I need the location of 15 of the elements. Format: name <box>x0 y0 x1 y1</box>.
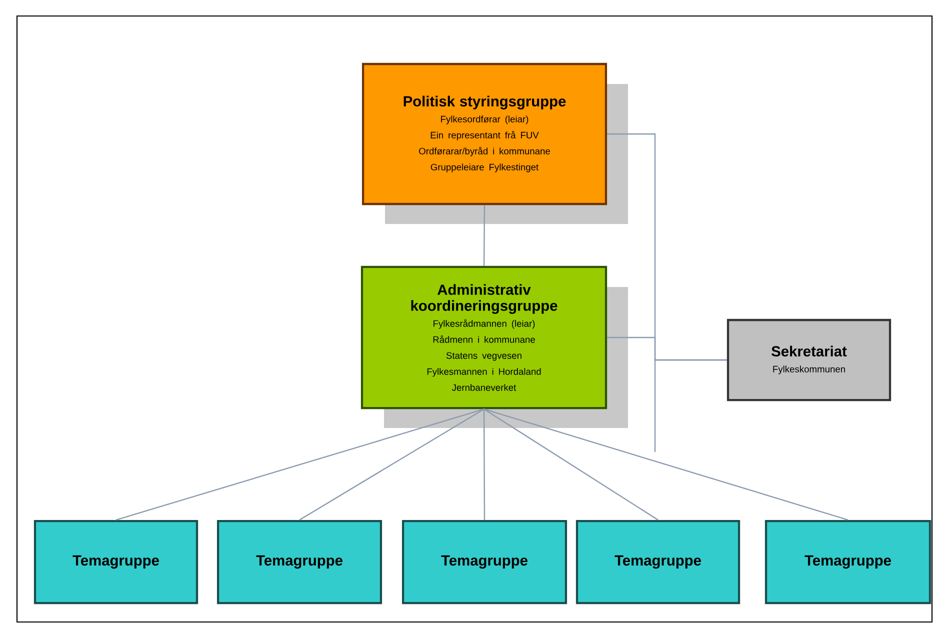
group-box: Politisk styringsgruppe Fylkesordførar (leiar) Ein representant frå FUV Ordførarar/byråd i kommunane Gruppeleiare Fylkestinget <box>362 62 608 206</box>
connector-line <box>484 408 848 521</box>
connector-line <box>483 409 486 520</box>
group-box: Temagruppe <box>576 520 740 604</box>
group-box: Temagruppe <box>402 520 568 604</box>
connector-line <box>116 408 484 521</box>
connector-line <box>607 336 727 361</box>
group-box: Temagruppe <box>764 520 932 604</box>
group-box: Temagruppe <box>216 520 382 604</box>
group-box: Temagruppe <box>34 520 198 604</box>
connector-line <box>484 408 658 520</box>
connector-line <box>483 205 486 266</box>
connector-line <box>299 408 484 520</box>
group-box: Administrativ koordineringsgruppe Fylkesrådmannen (leiar) Rådmenn i kommunane Statens vegvesen Fylkesmannen i Hordaland Jernbaneverket <box>360 266 608 410</box>
group-box: Sekretariat Fylkeskommunen <box>726 318 892 402</box>
